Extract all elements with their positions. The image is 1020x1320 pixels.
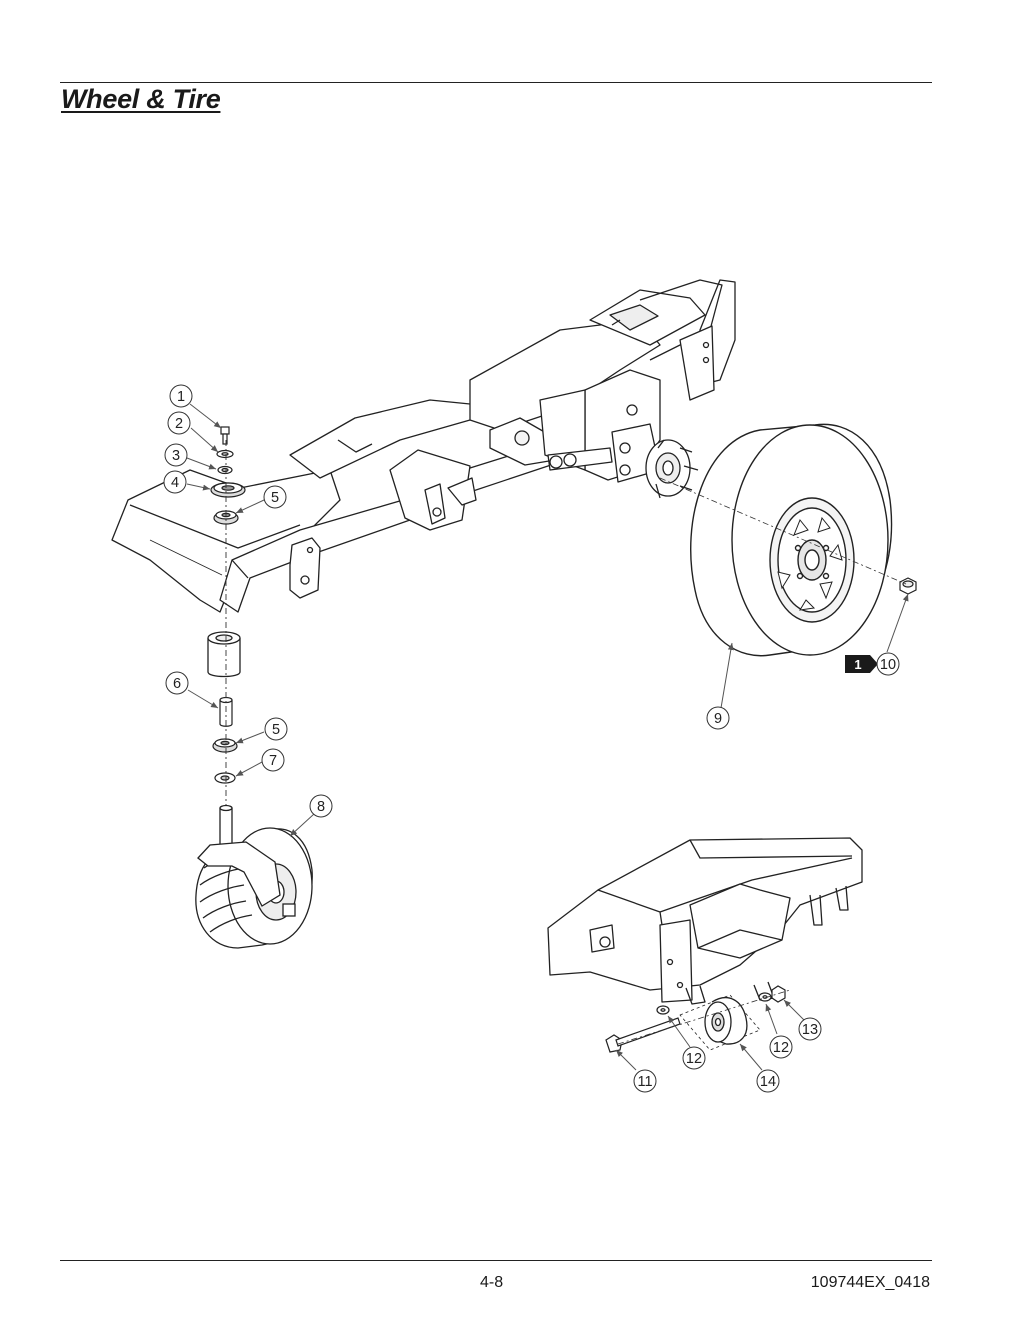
svg-text:12: 12 [773, 1040, 789, 1056]
svg-text:14: 14 [760, 1074, 776, 1090]
callout-5-lower: 5 [264, 717, 288, 741]
callout-1: 1 [169, 384, 193, 408]
svg-text:12: 12 [686, 1051, 702, 1067]
callout-12-left: 12 [682, 1046, 706, 1070]
callout-9: 9 [706, 706, 730, 730]
svg-text:7: 7 [269, 753, 277, 769]
svg-text:10: 10 [880, 657, 896, 673]
callout-3: 3 [164, 443, 188, 467]
svg-text:6: 6 [173, 676, 181, 692]
caster-wheel [195, 804, 313, 949]
mower-deck [547, 837, 863, 1051]
note-badge [845, 655, 878, 673]
callout-8: 8 [309, 794, 333, 818]
svg-text:8: 8 [317, 799, 325, 815]
main-frame [111, 279, 736, 678]
svg-text:4: 4 [171, 475, 179, 491]
document-code: 109744EX_0418 [810, 1274, 930, 1291]
header-rule [60, 82, 932, 83]
lug-nut [899, 577, 917, 595]
rear-tire [690, 423, 893, 657]
callouts: 1 2 3 4 5 6 5 7 [163, 384, 900, 1093]
deck-hardware [605, 985, 786, 1053]
callout-4: 4 [163, 470, 187, 494]
footer-rule [60, 1260, 932, 1261]
page-number: 4-8 [480, 1274, 504, 1291]
leader-lines [186, 403, 909, 1071]
svg-text:5: 5 [271, 490, 279, 506]
callout-2: 2 [167, 411, 191, 435]
wheel-hub [645, 439, 699, 499]
callout-10: 1 10 [845, 652, 900, 676]
svg-text:1: 1 [177, 389, 185, 405]
svg-text:5: 5 [272, 722, 280, 738]
callout-7: 7 [261, 748, 285, 772]
caster-stack [210, 426, 246, 784]
anti-scalp-roller [704, 997, 748, 1045]
svg-text:2: 2 [175, 416, 183, 432]
svg-text:3: 3 [172, 448, 180, 464]
svg-text:1: 1 [854, 657, 861, 672]
page-title: Wheel & Tire [61, 84, 221, 114]
callout-11: 11 [633, 1069, 657, 1093]
svg-text:13: 13 [802, 1022, 818, 1038]
svg-text:9: 9 [714, 711, 722, 727]
callout-12-right: 12 [769, 1035, 793, 1059]
callout-13: 13 [798, 1017, 822, 1041]
callout-5-upper: 5 [263, 485, 287, 509]
callout-6: 6 [165, 671, 189, 695]
svg-text:11: 11 [637, 1074, 652, 1090]
callout-14: 14 [756, 1069, 780, 1093]
